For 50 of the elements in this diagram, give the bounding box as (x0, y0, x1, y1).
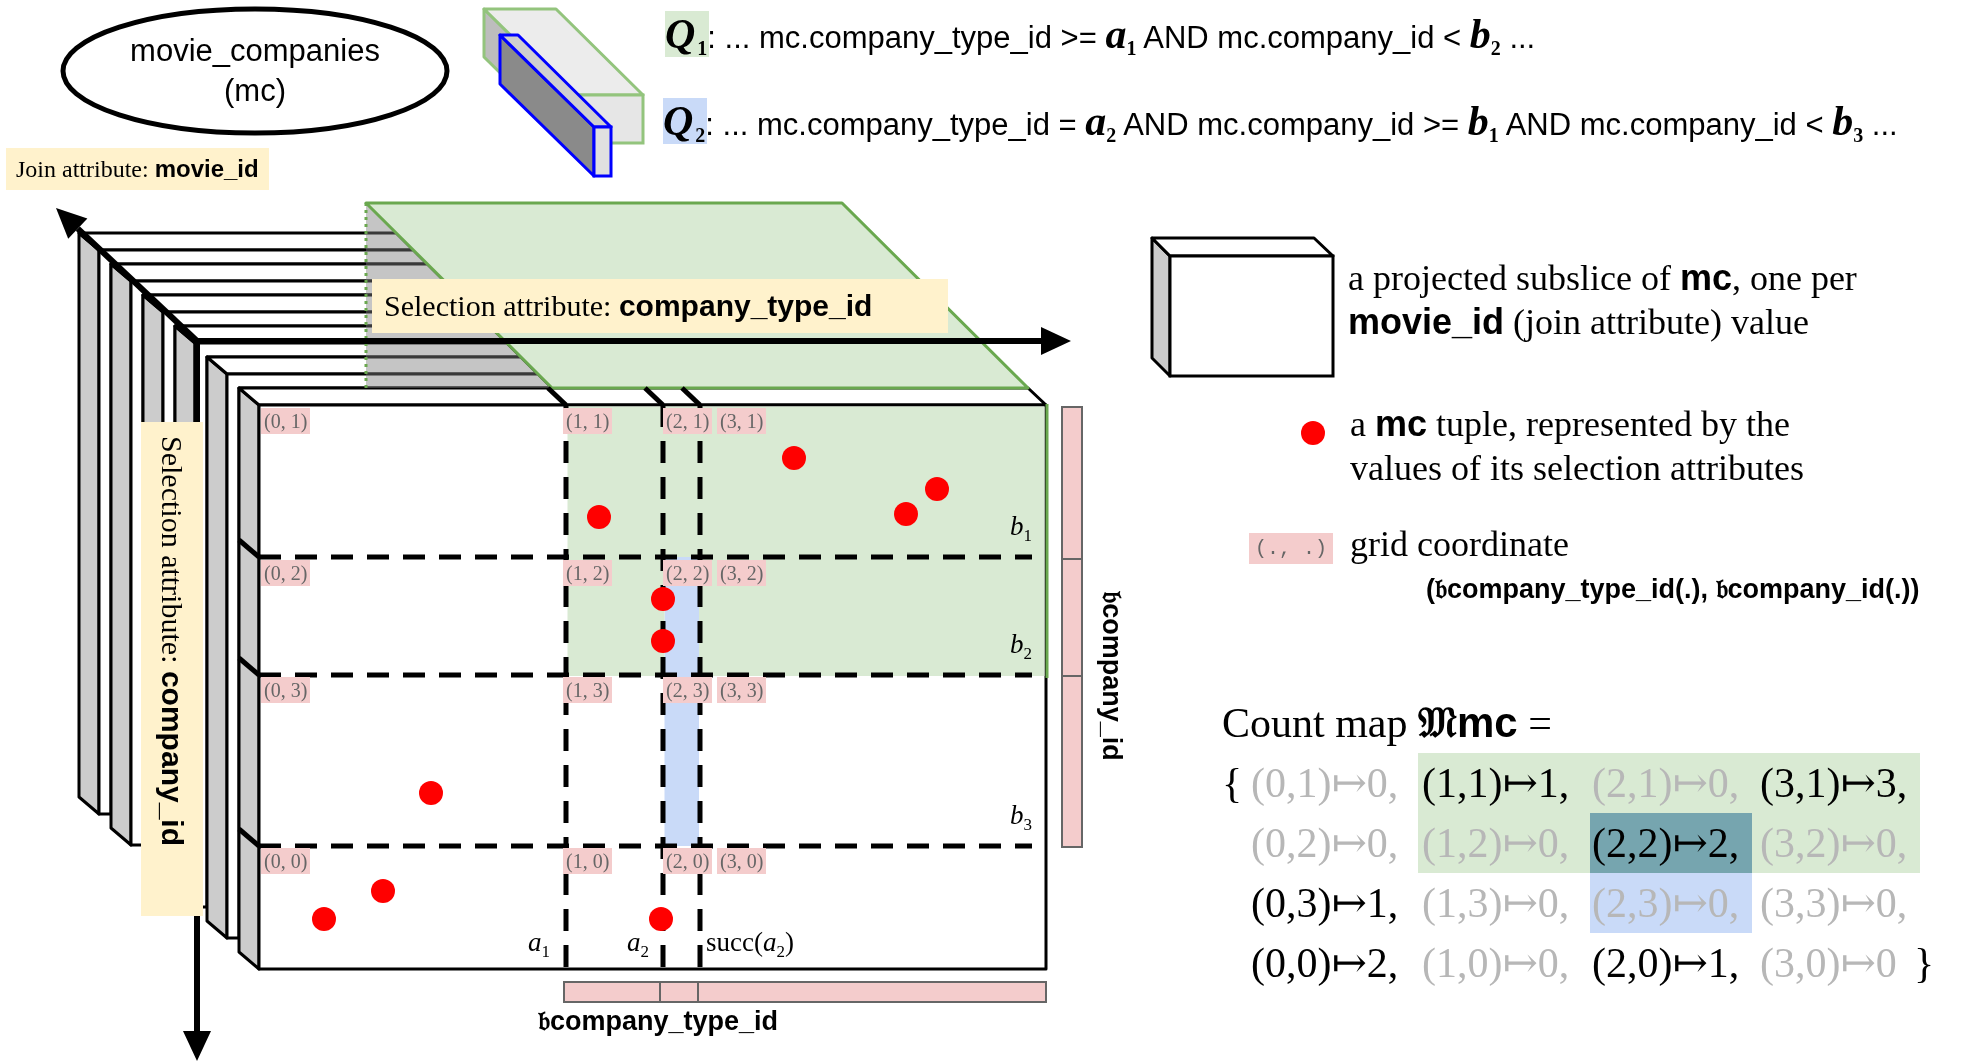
legend-text: a projected subslice of mc, one per movie_id (join attribute) value (1348, 256, 1858, 344)
grid-coordinate-tag: (2, 2) (663, 560, 713, 586)
map-entry: (3,0)↦0 (1760, 939, 1897, 988)
map-entry: (3,1)↦3, (1752, 753, 1920, 813)
formula-heading: Count map 𝔐mc = (1222, 698, 1552, 748)
legend-text: a mc tuple, represented by the values of its selection attributes (1350, 402, 1805, 490)
map-entry: (0,1)↦0, (1251, 759, 1399, 808)
grid-coordinate-tag: (3, 2) (717, 560, 767, 586)
attribute-tag: Selection attribute: company_type_id (372, 279, 948, 333)
grid-coordinate-tag: (., .) (1249, 533, 1333, 564)
map-entry: (0,0)↦2, (1251, 939, 1399, 988)
grid-coordinate-tag: (2, 0) (663, 848, 713, 874)
grid-coordinate-tag: (2, 1) (663, 408, 713, 434)
map-entry: (1,1)↦1, (1418, 753, 1590, 813)
axis-label: 𝔟company_id (1095, 591, 1128, 761)
grid-coordinate-tag: (1, 3) (563, 677, 613, 703)
grid-coordinate-tag: (3, 3) (717, 677, 767, 703)
grid-coordinate-tag: (0, 1) (261, 408, 311, 434)
legend-text: grid coordinate (𝔟company_type_id(.), 𝔟company_id(.)) (1350, 523, 1921, 606)
map-entry: (0,3)↦1, (1251, 879, 1399, 928)
bound-label: b$_{2}$ (1010, 628, 1032, 666)
grid-coordinate-tag: (0, 2) (261, 560, 311, 586)
axis-label: 𝔟company_type_id (538, 1005, 779, 1038)
map-entry: (0,2)↦0, (1251, 819, 1399, 868)
set-brace: } (1914, 939, 1935, 988)
table-name-text: movie_companies (mc) (129, 32, 381, 110)
grid-coordinate-tag: (1, 1) (563, 408, 613, 434)
bound-label: b$_{1}$ (1010, 510, 1032, 548)
attribute-tag: Selection attribute: company_id (141, 422, 203, 916)
map-entry: (1,0)↦0, (1422, 939, 1570, 988)
query-text: Q$_{2}$: ... mc.company_type_id = a$_{2}$ AND mc.company_id >= b$_{1}$ AND mc.company_id < b$_{3}$ ... (663, 97, 1898, 149)
grid-coordinate-tag: (1, 2) (563, 560, 613, 586)
grid-coordinate-tag: (2, 3) (663, 677, 713, 703)
set-brace: { (1222, 759, 1243, 808)
bound-label: a$_{1}$ (528, 926, 550, 964)
map-entry: (3,3)↦0, (1760, 879, 1908, 928)
attribute-tag: Join attribute: movie_id (6, 148, 269, 190)
grid-coordinate-tag: (3, 1) (717, 408, 767, 434)
map-entry: (2,2)↦2, (1590, 813, 1752, 873)
bound-label: b$_{3}$ (1010, 799, 1032, 837)
grid-coordinate-tag: (3, 0) (717, 848, 767, 874)
map-entry: (2,3)↦0, (1590, 873, 1752, 933)
map-entry: (1,3)↦0, (1422, 879, 1570, 928)
grid-coordinate-tag: (0, 0) (261, 848, 311, 874)
grid-coordinate-tag: (1, 0) (563, 848, 613, 874)
query-text: Q$_{1}$: ... mc.company_type_id >= a$_{1}$ AND mc.company_id < b$_{2}$ ... (665, 10, 1536, 62)
bound-label: a$_{2}$ (627, 926, 649, 964)
bound-label: succ(a$_{2}$) (706, 926, 794, 964)
grid-coordinate-tag: (0, 3) (261, 677, 311, 703)
map-entry: (2,0)↦1, (1592, 939, 1740, 988)
